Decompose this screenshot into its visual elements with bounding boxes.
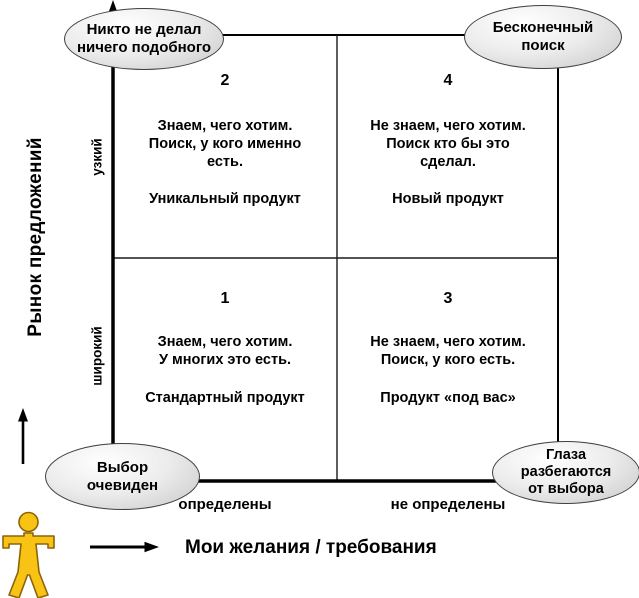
quadrant-3-description: Не знаем, чего хотим. Поиск, у кого есть… [370, 334, 526, 368]
quadrant-3-number: 3 [443, 290, 453, 307]
quadrant-1-product: Стандартный продукт [145, 390, 305, 406]
quadrant-3-product: Продукт «под вас» [380, 390, 516, 406]
y-axis-title: Рынок предложений [25, 137, 46, 337]
x-axis-tick-undefined: не определены [390, 496, 506, 513]
callout-bottom-left: Выбор очевиден [45, 443, 200, 510]
person-icon [2, 511, 55, 598]
quadrant-2-product: Уникальный продукт [149, 191, 301, 207]
right-arrow-icon [90, 541, 159, 553]
callout-bottom-right: Глаза разбегаются от выбора [492, 441, 639, 504]
callout-top-left: Никто не делал ничего подобного [64, 8, 224, 70]
quadrant-1-number: 1 [220, 290, 230, 307]
quadrant-4-product: Новый продукт [392, 191, 504, 207]
callout-top-right: Бесконечный поиск [464, 5, 622, 69]
y-axis-tick-wide: широкий [89, 326, 105, 386]
x-axis-tick-defined: определены [178, 496, 272, 513]
up-arrow-icon [18, 408, 28, 464]
quadrant-4-description: Не знаем, чего хотим. Поиск кто бы это с… [370, 118, 526, 170]
quadrant-4-number: 4 [443, 72, 453, 89]
x-axis-title: Мои желания / требования [185, 537, 437, 558]
quadrant-2-description: Знаем, чего хотим. Поиск, у кого именно … [148, 118, 302, 170]
quadrant-1: 1 Знаем, чего хотим. У многих это есть. … [114, 259, 336, 408]
quadrant-1-description: Знаем, чего хотим. У многих это есть. [157, 334, 293, 368]
quadrant-4: 4 Не знаем, чего хотим. Поиск кто бы это… [338, 34, 558, 209]
quadrant-3: 3 Не знаем, чего хотим. Поиск, у кого ес… [338, 259, 558, 408]
quadrant-2-number: 2 [220, 72, 230, 89]
y-axis-tick-narrow: узкий [89, 138, 105, 176]
quadrant-2: 2 Знаем, чего хотим. Поиск, у кого именн… [114, 34, 336, 209]
